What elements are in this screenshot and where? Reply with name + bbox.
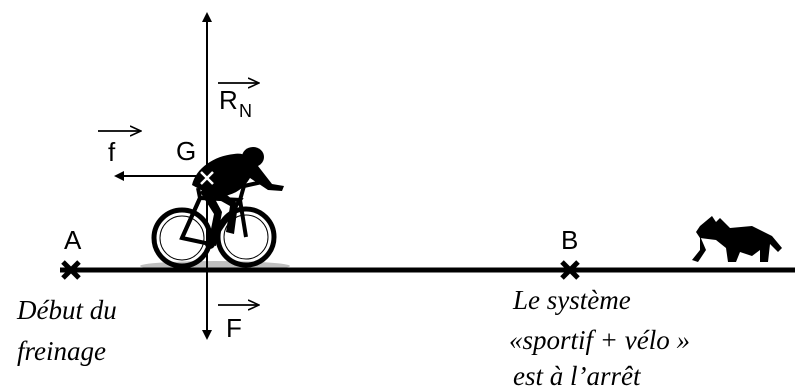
- dog-silhouette: [692, 216, 782, 262]
- start-caption-line-2: freinage: [17, 336, 106, 366]
- end-caption-line-3: est à l’arrêt: [513, 361, 642, 391]
- point-a-marker: [61, 260, 81, 280]
- point-b-marker: [560, 260, 580, 280]
- end-caption-line-2: «sportif + vélo »: [509, 325, 690, 355]
- friction-label: f: [98, 131, 140, 167]
- normal-reaction-letter: R: [219, 85, 238, 115]
- weight-label: F: [218, 305, 258, 343]
- end-caption-line-1: Le système: [512, 285, 631, 315]
- cyclist-silhouette: [140, 147, 290, 271]
- normal-reaction-label: R N: [218, 83, 258, 121]
- normal-reaction-subscript: N: [239, 101, 252, 121]
- weight-letter: F: [226, 313, 242, 343]
- point-a-label: A: [64, 225, 82, 255]
- point-g-label: G: [176, 136, 196, 166]
- point-b-label: B: [561, 225, 578, 255]
- center-of-gravity-marker: [200, 171, 214, 185]
- start-caption-line-1: Début du: [16, 295, 117, 325]
- friction-letter: f: [108, 137, 116, 167]
